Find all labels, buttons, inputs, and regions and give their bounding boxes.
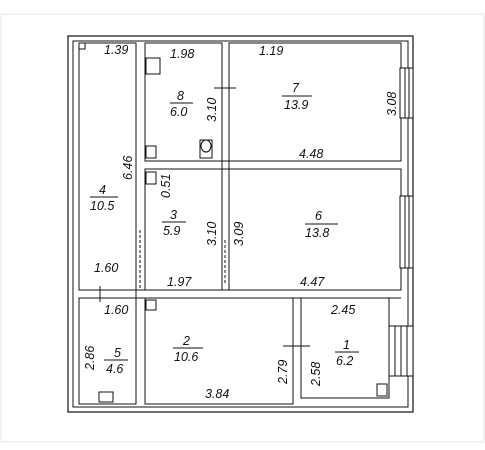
window-room-6 bbox=[399, 195, 414, 269]
dim-room-2-bottom: 3.84 bbox=[205, 387, 229, 401]
riser-room-8 bbox=[145, 145, 157, 159]
area-dividers bbox=[90, 95, 359, 361]
room-8-number: 8 bbox=[177, 89, 184, 103]
window-room-7 bbox=[399, 67, 414, 119]
room-8-area: 6.0 bbox=[170, 105, 187, 119]
dim-room-3-right: 3.10 bbox=[205, 222, 219, 246]
dimension-ticks bbox=[99, 87, 310, 347]
dim-room-4-top: 1.39 bbox=[104, 43, 128, 57]
room-1-number: 1 bbox=[343, 338, 350, 352]
dim-room-2-right: 2.79 bbox=[276, 360, 290, 385]
room-7-number: 7 bbox=[292, 81, 300, 95]
sink-room-8 bbox=[145, 57, 161, 75]
room-5-number: 5 bbox=[114, 346, 121, 360]
dim-room-8-top: 1.98 bbox=[170, 47, 194, 61]
dim-room-4-right: 6.46 bbox=[121, 156, 135, 180]
room-4-number: 4 bbox=[99, 183, 106, 197]
room-6-area: 13.8 bbox=[305, 226, 329, 240]
dim-room-7-right: 3.08 bbox=[385, 92, 399, 116]
dim-room-8-left: 3.10 bbox=[205, 98, 219, 122]
doorways bbox=[99, 160, 330, 405]
room-3-area: 5.9 bbox=[163, 224, 180, 238]
sink-room-5 bbox=[98, 391, 114, 403]
room-2-number: 2 bbox=[182, 334, 190, 348]
interior-walls bbox=[79, 43, 401, 404]
room-7-outline bbox=[228, 42, 402, 162]
riser-room-2 bbox=[145, 299, 157, 311]
toilet-bowl-room-8 bbox=[200, 139, 212, 153]
room-6-number: 6 bbox=[315, 209, 322, 223]
room-7-area: 13.9 bbox=[284, 98, 308, 112]
riser-room-1 bbox=[376, 383, 388, 397]
windows bbox=[388, 67, 414, 377]
riser-room-4 bbox=[78, 42, 86, 50]
room-5-area: 4.6 bbox=[106, 362, 123, 376]
riser-room-3 bbox=[145, 171, 157, 185]
dim-room-1-top: 2.45 bbox=[330, 303, 355, 317]
dim-room-4-bottom: 1.60 bbox=[94, 261, 118, 275]
dim-room-3-bottom: 1.97 bbox=[167, 275, 192, 289]
dim-room-3-top: 0.51 bbox=[159, 174, 173, 198]
dim-room-5-top: 1.60 bbox=[104, 303, 128, 317]
drawing-frame bbox=[0, 13, 485, 443]
dim-room-6-left: 3.09 bbox=[232, 222, 246, 246]
fixtures bbox=[78, 42, 388, 403]
dim-room-1-left: 2.58 bbox=[309, 362, 323, 387]
room-4-area: 10.5 bbox=[90, 199, 114, 213]
room-1-area: 6.2 bbox=[336, 354, 353, 368]
dim-room-6-bottom: 4.47 bbox=[300, 275, 325, 289]
room-2-area: 10.6 bbox=[174, 350, 198, 364]
dim-room-5-left: 2.86 bbox=[83, 346, 97, 371]
dim-room-6-7-between: 4.48 bbox=[299, 147, 323, 161]
room-3-number: 3 bbox=[170, 208, 177, 222]
dim-room-7-top: 1.19 bbox=[259, 44, 283, 58]
